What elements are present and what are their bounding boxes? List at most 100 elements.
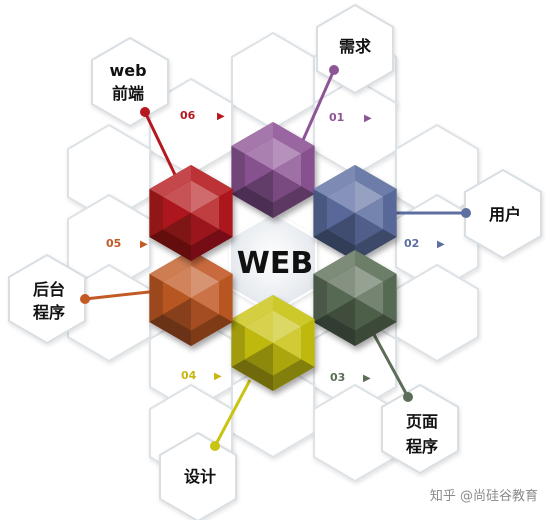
gem-facet [326, 265, 355, 298]
arrow-icon: ▶ [140, 239, 148, 250]
step-number-04: 04 ▶ [181, 369, 222, 382]
step-number-05: 05 ▶ [106, 237, 148, 250]
connector-dot-04 [210, 441, 220, 451]
gem-bevel [313, 165, 355, 197]
number-05: 05 [106, 237, 121, 250]
gem-facet [355, 196, 384, 230]
gem-bevel [273, 122, 315, 154]
connector-dot-05 [80, 294, 90, 304]
gem-facet [191, 265, 220, 298]
gem-bevel [149, 274, 163, 322]
gem-facet [355, 213, 384, 246]
label-hex-bottom-right [381, 383, 459, 475]
label-backend-line2: 程序 [33, 303, 65, 322]
gem-bevel [313, 229, 355, 261]
connector-dot-03 [403, 392, 413, 402]
gem-facet [244, 153, 273, 187]
label-design: 设计 [184, 467, 216, 486]
outline-hex [231, 359, 315, 459]
gem-bevel [149, 189, 163, 237]
connector-dot-06 [140, 107, 150, 117]
arrow-icon: ▶ [364, 113, 372, 124]
gem-bevel [149, 165, 191, 197]
gem-facet [326, 213, 355, 246]
gem-facet [244, 170, 273, 203]
label-frontend-line1: web [109, 61, 146, 80]
gem-facet [244, 343, 273, 376]
center-label: WEB [237, 246, 313, 281]
connector-06 [143, 111, 180, 182]
arrow-icon: ▶ [363, 373, 371, 384]
label-demand: 需求 [339, 37, 372, 56]
gem-facet [162, 213, 191, 246]
gem-facet [273, 326, 302, 360]
gem-bevel [191, 250, 233, 282]
gem-bevel [149, 250, 191, 282]
gem-bevel [219, 274, 233, 322]
gem-bevel [355, 314, 397, 346]
gem-hex-03 [313, 250, 397, 346]
label-hex-right [464, 168, 542, 260]
gem-hex-01 [231, 122, 315, 218]
gem-bevel [313, 250, 355, 282]
gem-bevel [355, 165, 397, 197]
gem-facet [273, 170, 302, 203]
gem-bevel [313, 274, 327, 322]
number-06: 06 [180, 109, 196, 122]
gem-bevel [231, 146, 245, 194]
outline-hex-grid [67, 31, 479, 483]
label-user: 用户 [489, 205, 521, 224]
gem-facet [191, 213, 220, 246]
arrow-icon: ▶ [217, 111, 225, 122]
gem-facet [355, 180, 384, 213]
gem-bevel [383, 189, 397, 237]
label-hex-left [8, 253, 86, 345]
gem-facet [326, 298, 355, 331]
label-backend-line1: 后台 [33, 280, 65, 299]
watermark: 知乎 @尚硅谷教育 [430, 488, 538, 504]
gem-facet [191, 180, 220, 213]
connector-dot-01 [329, 65, 339, 75]
gem-hex-02 [313, 165, 397, 261]
gem-bevel [355, 250, 397, 282]
gem-bevel [273, 295, 315, 327]
arrow-icon: ▶ [214, 371, 222, 382]
gem-facet [244, 326, 273, 360]
gem-facet [162, 196, 191, 230]
gem-facet [355, 265, 384, 298]
gem-bevel [383, 274, 397, 322]
step-number-02: 02 ▶ [404, 237, 445, 250]
gem-facet [355, 281, 384, 315]
gem-facet [326, 180, 355, 213]
gem-bevel [231, 122, 273, 154]
gem-facet [355, 298, 384, 331]
gem-facet [326, 196, 355, 230]
gem-facet [273, 137, 302, 170]
label-hex-bottom [159, 431, 237, 520]
gem-facet [162, 265, 191, 298]
gem-facet [162, 298, 191, 331]
number-02: 02 [404, 237, 419, 250]
gem-bevel [273, 186, 315, 218]
gem-hex-05 [149, 250, 233, 346]
gem-bevel [231, 295, 273, 327]
gem-facet [191, 298, 220, 331]
number-03: 03 [330, 371, 345, 384]
connector-04 [213, 379, 252, 447]
label-frontend-line2: 前端 [112, 84, 144, 103]
gem-bevel [355, 229, 397, 261]
gem-bevel [231, 319, 245, 367]
gem-facet [244, 137, 273, 170]
gem-bevel [149, 229, 191, 261]
gem-facet [244, 310, 273, 343]
gem-facet [326, 281, 355, 315]
gem-bevel [191, 314, 233, 346]
gem-facet [273, 310, 302, 343]
label-page-program-line2: 程序 [406, 437, 438, 456]
gem-bevel [313, 314, 355, 346]
gem-facet [162, 180, 191, 213]
gem-bevel [231, 359, 273, 391]
gem-hex-04 [231, 295, 315, 391]
gem-facet [162, 281, 191, 315]
